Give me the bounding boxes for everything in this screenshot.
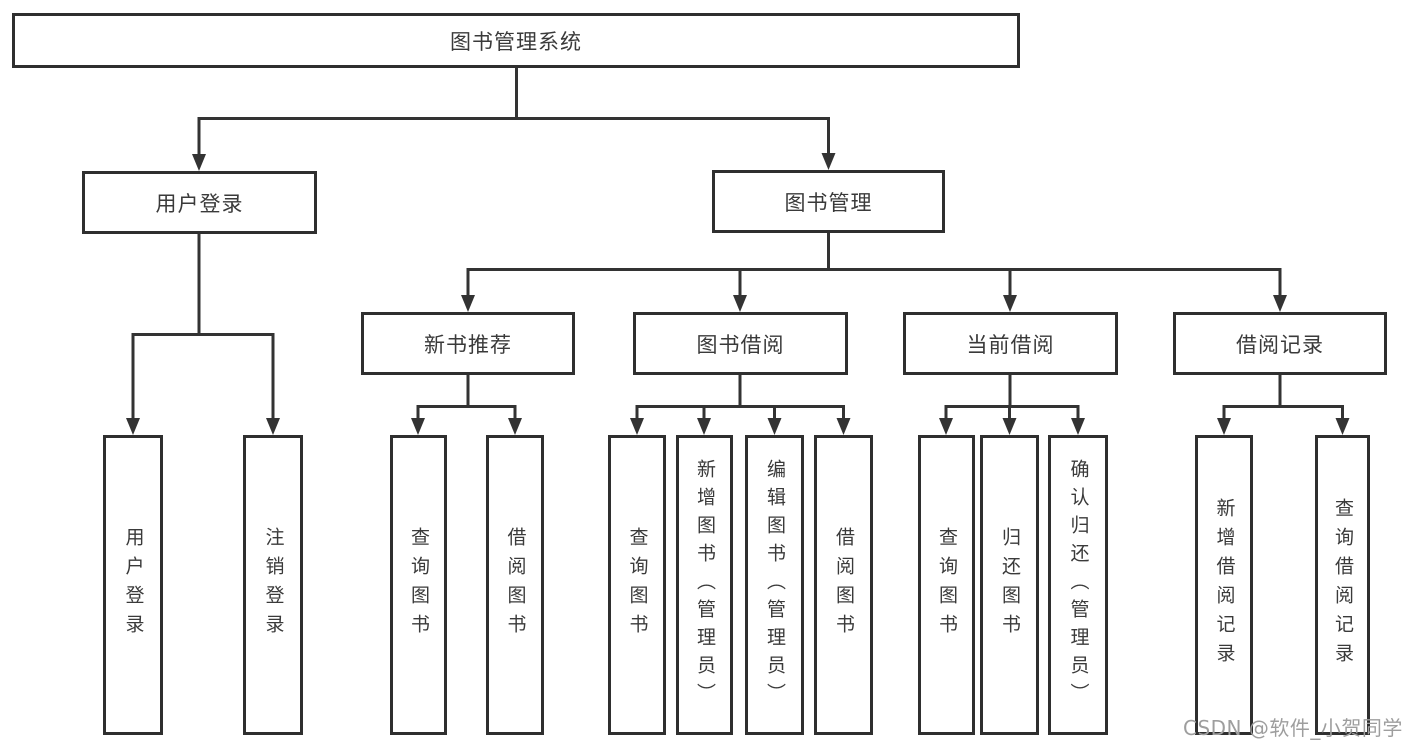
arrowhead-icon [767,418,782,435]
arrowhead-icon [126,418,140,435]
arrowhead-icon [266,418,280,435]
arrowhead-icon [1002,418,1017,435]
arrowhead-icon [630,418,644,435]
node-user-login: 用户登录 [82,171,317,234]
node-leaf-br-add-borrow-record: 新增借阅记录 [1195,435,1253,735]
arrowhead-icon [836,418,851,435]
node-leaf-br-query-borrow-record: 查询借阅记录 [1315,435,1370,735]
node-leaf-bb-query-books: 查询图书 [608,435,666,735]
node-new-book-recommend: 新书推荐 [361,312,575,375]
arrowhead-icon [697,418,711,435]
arrowhead-icon [192,154,206,171]
node-leaf-nbr-query-books: 查询图书 [390,435,447,735]
arrowhead-icon [939,418,953,435]
arrowhead-icon [1335,418,1350,435]
node-leaf-logout-login: 注销登录 [243,435,303,735]
arrowhead-icon [508,418,522,435]
arrowhead-icon [1217,418,1231,435]
arrowhead-icon [411,418,425,435]
node-leaf-cb-return-books: 归还图书 [980,435,1039,735]
node-leaf-cb-confirm-return-admin: 确认归还（管理员） [1048,435,1108,735]
node-root: 图书管理系统 [12,13,1020,68]
csdn-watermark: CSDN @软件_小贺同学 [1183,716,1403,740]
arrowhead-icon [821,153,836,170]
arrowhead-icon [461,295,475,312]
node-leaf-user-login: 用户登录 [103,435,163,735]
node-leaf-nbr-borrow-books: 借阅图书 [486,435,544,735]
node-book-borrowing: 图书借阅 [633,312,848,375]
node-borrowing-records: 借阅记录 [1173,312,1387,375]
node-leaf-bb-add-books-admin: 新增图书（管理员） [676,435,733,735]
arrowhead-icon [1273,295,1287,312]
arrowhead-icon [733,295,747,312]
arrowhead-icon [1071,418,1085,435]
node-leaf-cb-query-books: 查询图书 [918,435,975,735]
node-current-borrowing: 当前借阅 [903,312,1118,375]
node-leaf-bb-borrow-books: 借阅图书 [814,435,873,735]
arrowhead-icon [1003,295,1017,312]
node-book-management: 图书管理 [712,170,945,233]
node-leaf-bb-edit-books-admin: 编辑图书（管理员） [745,435,804,735]
